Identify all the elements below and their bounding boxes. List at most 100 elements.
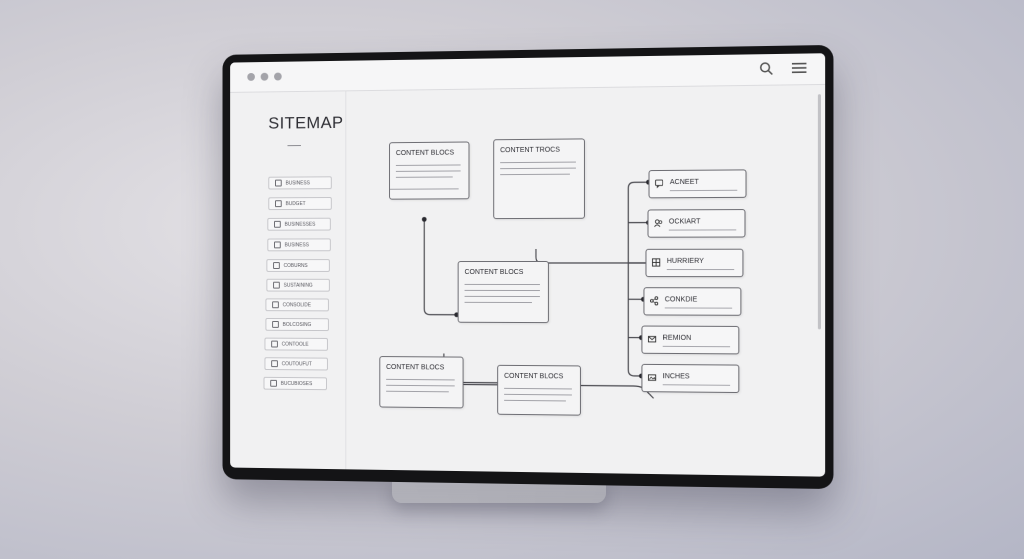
text-line xyxy=(390,188,459,189)
content-block-title: CONTENT BLOCS xyxy=(504,373,563,380)
sidebar-item-label: BUSINESSES xyxy=(285,221,316,227)
text-line xyxy=(670,190,737,191)
window-close-dot[interactable] xyxy=(247,73,255,81)
sidebar-item-10[interactable]: COUTOUFUT xyxy=(264,357,327,370)
text-line xyxy=(667,269,734,270)
content-block[interactable]: CONTENT BLOCS xyxy=(458,261,549,323)
text-line xyxy=(465,284,540,285)
people-icon xyxy=(654,218,663,227)
item-icon xyxy=(275,200,282,207)
content-block-title: CONTENT BLOCS xyxy=(396,150,454,157)
item-icon xyxy=(274,241,281,248)
item-icon xyxy=(273,282,280,289)
text-line xyxy=(386,385,455,387)
window-maximize-dot[interactable] xyxy=(274,73,282,81)
sidebar-item-6[interactable]: SUSTAINING xyxy=(266,279,329,292)
node-label: HURRIERY xyxy=(667,258,704,265)
sidebar-item-label: SUSTAINING xyxy=(284,282,313,288)
vertical-scrollbar[interactable] xyxy=(818,94,821,329)
item-icon xyxy=(272,301,279,308)
item-icon xyxy=(271,360,278,367)
text-line xyxy=(386,391,449,393)
item-icon xyxy=(272,321,279,328)
connector-dot xyxy=(422,217,427,222)
sidebar-item-5[interactable]: COBURNS xyxy=(266,259,329,272)
connector-bus xyxy=(628,188,641,376)
search-icon[interactable] xyxy=(759,61,773,75)
text-line xyxy=(663,384,730,386)
sidebar-item-label: CONSOLIDE xyxy=(283,302,311,308)
sidebar-item-8[interactable]: BOLCOSING xyxy=(265,318,328,331)
node-label: INCHES xyxy=(663,373,690,380)
node-label: OCKIART xyxy=(669,218,701,225)
text-line xyxy=(500,162,576,164)
content-block[interactable]: CONTENT BLOCS xyxy=(379,356,463,408)
mail-icon xyxy=(647,335,656,344)
sidebar-item-1[interactable]: BUSINESS xyxy=(268,176,331,189)
gallery-icon xyxy=(647,373,656,382)
text-line xyxy=(386,379,455,381)
connector-a xyxy=(424,219,456,315)
content-block-title: CONTENT TROCS xyxy=(500,147,560,155)
content-block[interactable]: CONTENT TROCS xyxy=(493,138,585,219)
sidebar-item-2[interactable]: BUDGET xyxy=(268,197,331,210)
sitemap-node-5[interactable]: REMION xyxy=(641,326,739,355)
share-icon xyxy=(650,296,659,305)
item-icon xyxy=(271,341,278,348)
sidebar-item-label: BUSINESS xyxy=(286,180,310,186)
sidebar-item-label: BUCUBIOSES xyxy=(281,380,313,386)
text-line xyxy=(504,388,572,390)
text-line xyxy=(396,164,461,165)
screen: SITEMAP BUSINESS BUDGET BUSINESSES BUSIN… xyxy=(230,53,825,476)
text-line xyxy=(500,168,576,170)
sitemap-node-2[interactable]: OCKIART xyxy=(647,209,745,238)
content-block-title: CONTENT BLOCS xyxy=(465,269,524,276)
node-label: ACNEET xyxy=(670,179,699,186)
text-line xyxy=(465,296,540,297)
sidebar-item-label: BOLCOSING xyxy=(283,322,312,328)
text-line xyxy=(396,170,461,171)
sidebar: SITEMAP BUSINESS BUDGET BUSINESSES BUSIN… xyxy=(230,91,346,469)
content-block-title: CONTENT BLOCS xyxy=(386,364,444,371)
monitor: SITEMAP BUSINESS BUDGET BUSINESSES BUSIN… xyxy=(223,45,834,489)
hamburger-menu-icon[interactable] xyxy=(792,62,807,74)
content-block[interactable]: CONTENT BLOCS xyxy=(497,365,581,416)
sidebar-item-label: BUDGET xyxy=(286,201,306,207)
text-line xyxy=(465,302,532,303)
sidebar-item-label: CONTOOLE xyxy=(282,341,309,347)
sidebar-item-4[interactable]: BUSINESS xyxy=(267,238,330,251)
sitemap-node-3[interactable]: HURRIERY xyxy=(645,249,743,277)
text-line xyxy=(465,290,540,291)
text-line xyxy=(504,400,566,402)
grid-icon xyxy=(652,258,661,267)
text-line xyxy=(665,307,732,308)
item-icon xyxy=(275,180,282,187)
sidebar-item-label: COUTOUFUT xyxy=(282,361,312,367)
item-icon xyxy=(274,221,281,228)
sitemap-node-6[interactable]: INCHES xyxy=(641,364,739,393)
item-icon xyxy=(270,380,277,387)
text-line xyxy=(663,346,730,347)
content-block[interactable]: CONTENT BLOCS xyxy=(389,141,469,199)
title-divider xyxy=(287,145,300,146)
text-line xyxy=(500,174,570,175)
sidebar-item-9[interactable]: CONTOOLE xyxy=(264,338,327,351)
sidebar-item-label: BUSINESS xyxy=(285,242,309,248)
chat-icon xyxy=(655,179,664,188)
sidebar-item-11[interactable]: BUCUBIOSES xyxy=(264,377,327,390)
connector-node-1 xyxy=(628,182,648,188)
text-line xyxy=(396,176,453,177)
sitemap-node-1[interactable]: ACNEET xyxy=(649,169,747,198)
window-minimize-dot[interactable] xyxy=(261,73,269,81)
text-line xyxy=(504,394,572,396)
node-label: CONKDIE xyxy=(665,296,697,303)
text-line xyxy=(669,229,736,230)
connector-c xyxy=(536,249,649,263)
sidebar-item-7[interactable]: CONSOLIDE xyxy=(265,298,328,311)
node-label: REMION xyxy=(663,335,692,342)
sitemap-node-4[interactable]: CONKDIE xyxy=(643,287,741,316)
sidebar-item-label: COBURNS xyxy=(284,263,308,269)
item-icon xyxy=(273,262,280,269)
sidebar-item-3[interactable]: BUSINESSES xyxy=(267,218,330,231)
sidebar-title: SITEMAP xyxy=(268,113,343,134)
